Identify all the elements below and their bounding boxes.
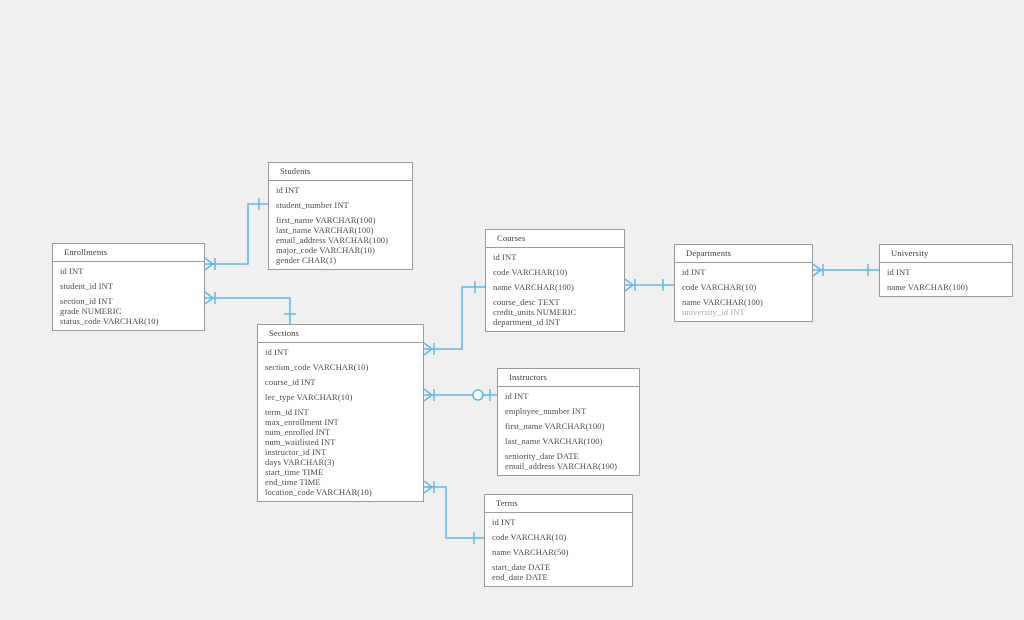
entity-table-enrollments[interactable]: Enrollments id INT student_id INT section_i… bbox=[52, 243, 205, 331]
link-enrollments-sections bbox=[204, 291, 296, 324]
link-courses-departments bbox=[624, 278, 674, 292]
entity-field: id INT bbox=[887, 267, 911, 277]
entity-field: gender CHAR(1) bbox=[276, 255, 337, 265]
entity-field: department_id INT bbox=[493, 317, 561, 327]
entity-field: name VARCHAR(100) bbox=[493, 282, 574, 292]
entity-field: course_id INT bbox=[265, 377, 316, 387]
entity-field: id INT bbox=[60, 266, 84, 276]
entity-title-instructors: Instructors bbox=[498, 369, 639, 387]
entity-field: code VARCHAR(10) bbox=[492, 532, 567, 542]
entity-field-list-university: id INT name VARCHAR(100) bbox=[880, 263, 1012, 296]
entity-title-enrollments: Enrollments bbox=[53, 244, 204, 262]
entity-field: section_id INT bbox=[60, 296, 113, 306]
entity-field: credit_units NUMERIC bbox=[493, 307, 577, 317]
entity-field: instructor_id INT bbox=[265, 447, 327, 457]
entity-field: student_number INT bbox=[276, 200, 349, 210]
entity-field-list-sections: id INT section_code VARCHAR(10) course_id … bbox=[258, 343, 423, 501]
entity-title-sections: Sections bbox=[258, 325, 423, 343]
entity-title-departments: Departments bbox=[675, 245, 812, 263]
entity-field: max_enrollment INT bbox=[265, 417, 339, 427]
entity-table-sections[interactable]: Sections id INT section_code VARCHAR(10) co… bbox=[257, 324, 424, 502]
entity-field: id INT bbox=[682, 267, 706, 277]
entity-table-courses[interactable]: Courses id INT code VARCHAR(10) name VARCHA… bbox=[485, 229, 625, 332]
entity-title-terms: Terms bbox=[485, 495, 632, 513]
entity-field: employee_number INT bbox=[505, 406, 587, 416]
entity-table-university[interactable]: University id INT name VARCHAR(100) bbox=[879, 244, 1013, 297]
entity-field: end_date DATE bbox=[492, 572, 548, 582]
entity-field: id INT bbox=[265, 347, 289, 357]
entity-field: start_date DATE bbox=[492, 562, 551, 572]
entity-field-list-courses: id INT code VARCHAR(10) name VARCHAR(100) c… bbox=[486, 248, 624, 331]
entity-table-students[interactable]: Students id INT student_number INT first_na… bbox=[268, 162, 413, 270]
entity-field: grade NUMERIC bbox=[60, 306, 122, 316]
entity-field: code VARCHAR(10) bbox=[493, 267, 568, 277]
entity-field: name VARCHAR(50) bbox=[492, 547, 569, 557]
entity-field: section_code VARCHAR(10) bbox=[265, 362, 369, 372]
entity-field: status_code VARCHAR(10) bbox=[60, 316, 159, 326]
entity-field: course_desc TEXT bbox=[493, 297, 560, 307]
entity-field: num_waitlisted INT bbox=[265, 437, 336, 447]
entity-field: email_address VARCHAR(100) bbox=[505, 461, 618, 471]
entity-table-instructors[interactable]: Instructors id INT employee_number INT firs… bbox=[497, 368, 640, 476]
entity-field-list-terms: id INT code VARCHAR(10) name VARCHAR(50) st… bbox=[485, 513, 632, 586]
entity-table-terms[interactable]: Terms id INT code VARCHAR(10) name VARCHAR(… bbox=[484, 494, 633, 587]
entity-field: location_code VARCHAR(10) bbox=[265, 487, 372, 497]
entity-table-departments[interactable]: Departments id INT code VARCHAR(10) name VA… bbox=[674, 244, 813, 322]
entity-field: student_id INT bbox=[60, 281, 114, 291]
link-departments-university bbox=[812, 263, 879, 277]
entity-field: id INT bbox=[505, 391, 529, 401]
entity-field: name VARCHAR(100) bbox=[887, 282, 968, 292]
link-sections-instructors bbox=[423, 388, 497, 402]
entity-field: id INT bbox=[493, 252, 517, 262]
entity-field: num_enrolled INT bbox=[265, 427, 331, 437]
entity-field: major_code VARCHAR(10) bbox=[276, 245, 375, 255]
link-sections-courses bbox=[423, 281, 485, 356]
link-enrollments-students bbox=[204, 198, 268, 271]
entity-title-students: Students bbox=[269, 163, 412, 181]
entity-field: term_id INT bbox=[265, 407, 309, 417]
entity-field: start_time TIME bbox=[265, 467, 324, 477]
entity-field: days VARCHAR(3) bbox=[265, 457, 335, 467]
entity-field: lec_type VARCHAR(10) bbox=[265, 392, 353, 402]
entity-field-list-departments: id INT code VARCHAR(10) name VARCHAR(100)u… bbox=[675, 263, 812, 321]
entity-field-list-students: id INT student_number INT first_name VARCH… bbox=[269, 181, 412, 269]
entity-field: first_name VARCHAR(100) bbox=[276, 215, 376, 225]
entity-field: seniority_date DATE bbox=[505, 451, 579, 461]
link-sections-terms bbox=[423, 480, 484, 544]
entity-field: last_name VARCHAR(100) bbox=[276, 225, 374, 235]
entity-field-list-instructors: id INT employee_number INT first_name VARC… bbox=[498, 387, 639, 475]
entity-field: end_time TIME bbox=[265, 477, 321, 487]
entity-title-courses: Courses bbox=[486, 230, 624, 248]
entity-field: name VARCHAR(100) bbox=[682, 297, 763, 307]
entity-field: code VARCHAR(10) bbox=[682, 282, 757, 292]
entity-field: id INT bbox=[492, 517, 516, 527]
entity-field: id INT bbox=[276, 185, 300, 195]
entity-field: university_id INT bbox=[682, 307, 745, 317]
entity-title-university: University bbox=[880, 245, 1012, 263]
entity-field: last_name VARCHAR(100) bbox=[505, 436, 603, 446]
entity-field: first_name VARCHAR(100) bbox=[505, 421, 605, 431]
entity-field: email_address VARCHAR(100) bbox=[276, 235, 389, 245]
